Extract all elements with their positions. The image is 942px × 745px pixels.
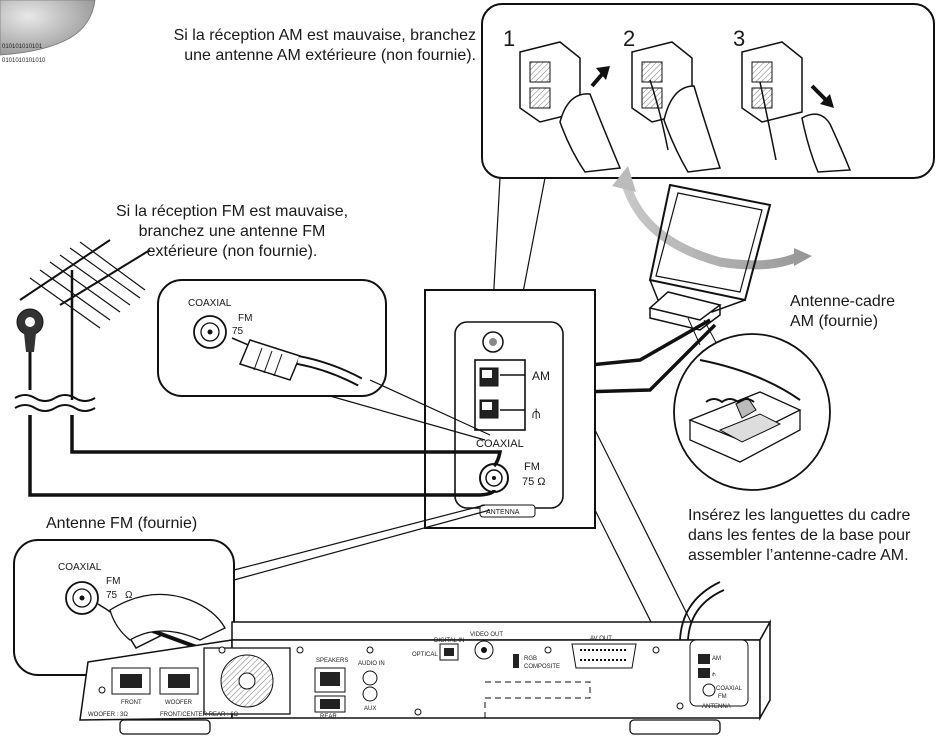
speakers-label: SPEAKERS (316, 658, 348, 664)
fm-cable (70, 415, 503, 468)
antenna-label-receiver: ANTENNA (702, 704, 731, 710)
fm-75-label-fm-callout: 75 (106, 590, 118, 601)
external-fm-antenna-icon (19, 239, 151, 400)
caption-line: Si la réception AM est mauvaise, branche… (173, 27, 476, 44)
coaxial-label-receiver: COAXIAL (716, 686, 743, 692)
fm-label-callout: FM (238, 313, 252, 324)
ground-lug-icon (16, 308, 44, 352)
composite-label: COMPOSITE (524, 664, 560, 670)
receiver-rear-panel (79, 619, 772, 735)
caption-line: branchez une antenne FM (138, 223, 326, 240)
coaxial-label-fm-callout: COAXIAL (58, 562, 102, 573)
fm-supplied-antenna-caption: Antenne FM (fournie) (46, 514, 197, 534)
antenna-terminal-panel (424, 289, 596, 529)
fm-cable (28, 415, 496, 497)
fm-label: FM (524, 461, 540, 473)
am-loop-antenna-caption: Antenne-cadre AM (fournie) (790, 292, 895, 332)
step-2-illustration (631, 41, 722, 173)
caption-line: Si la réception FM est mauvaise, (115, 203, 349, 220)
rear-label: REAR (320, 714, 337, 720)
ground-label-receiver: ⫛ (712, 671, 716, 678)
callout-pointer-line (233, 504, 486, 571)
rgb-label: RGB (524, 656, 537, 662)
callout-pointer-line (329, 395, 486, 441)
am-loop-antenna (648, 183, 772, 351)
am-loop-cable-receiver (687, 589, 725, 641)
caption-line: assembler l’antenne-cadre AM. (688, 547, 909, 564)
step-number-2: 2 (623, 26, 635, 51)
am-external-antenna-caption: Si la réception AM est mauvaise, branche… (118, 26, 476, 66)
fm-coax-callout (157, 279, 387, 397)
am-loop-cable-receiver (679, 581, 721, 641)
fm-75-label-callout: 75 (232, 326, 244, 337)
av-out-label: AV OUT (590, 636, 612, 642)
coaxial-label-callout: COAXIAL (188, 298, 232, 309)
step-number-3: 3 (733, 26, 745, 51)
caption-line: Antenne-cadre (790, 293, 895, 310)
digital-in-label: DIGITAL IN (434, 638, 464, 644)
optical-label: OPTICAL (412, 652, 438, 658)
cable-break-icon (14, 394, 56, 402)
fm-supplied-callout (13, 539, 235, 676)
ohm-symbol-fm-callout: Ω (125, 590, 133, 601)
audio-in-label: AUDIO IN (358, 661, 385, 667)
am-loop-base-magnified (673, 333, 831, 491)
woofer-label: WOOFER (165, 700, 193, 706)
svg-text:010101010101: 010101010101 (2, 44, 43, 50)
callout-pointer-line (233, 509, 491, 581)
caption-line: Insérez les languettes du cadre (688, 507, 911, 524)
fm-external-antenna-caption: Si la réception FM est mauvaise, branche… (92, 202, 372, 262)
rotate-arrow-head-icon (794, 248, 812, 266)
step-3-illustration (741, 41, 852, 173)
rotate-arrow-head-icon (612, 166, 636, 192)
svg-text:0101010101010: 0101010101010 (2, 58, 46, 64)
cable-break-icon (14, 404, 56, 412)
caption-line: une antenne AM extérieure (non fournie). (184, 47, 476, 64)
step-1-illustration (519, 41, 622, 173)
caption-line: AM (fournie) (790, 313, 879, 330)
caption-line: extérieure (non fournie). (146, 243, 318, 260)
fm-label-receiver: FM (718, 694, 727, 700)
fm-label-fm-callout: FM (106, 576, 120, 587)
front-label: FRONT (121, 700, 142, 706)
am-terminal-steps-callout: 1 2 3 (481, 3, 935, 179)
fm-75-ohm-label: 75 Ω (522, 476, 546, 488)
loop-assembly-caption: Insérez les languettes du cadre dans les… (688, 506, 910, 566)
ground-terminal-label: ⫛ (532, 405, 540, 421)
antenna-label: ANTENNA (486, 509, 520, 516)
decorative-disc-icon: 0101010101010 010101010101 (0, 0, 96, 64)
am-label-receiver: AM (712, 656, 721, 662)
am-terminal-label: AM (532, 369, 550, 383)
cable-break-icon (54, 394, 96, 402)
impedance-label-woofer: WOOFER : 3Ω (88, 712, 128, 718)
video-out-label: VIDEO OUT (470, 632, 503, 638)
caption-line: Antenne FM (fournie) (46, 515, 198, 532)
coaxial-label: COAXIAL (476, 438, 524, 450)
callout-pointer-line (594, 429, 701, 641)
rotate-arrow-icon (620, 178, 802, 270)
caption-line: dans les fentes de la base pour (688, 527, 911, 544)
cable-break-icon (54, 404, 96, 412)
impedance-label-front: FRONT/CENTER REAR : 6Ω (160, 712, 239, 718)
step-number-1: 1 (503, 26, 515, 51)
aux-label: AUX (364, 706, 376, 712)
callout-pointer-line (369, 379, 491, 436)
